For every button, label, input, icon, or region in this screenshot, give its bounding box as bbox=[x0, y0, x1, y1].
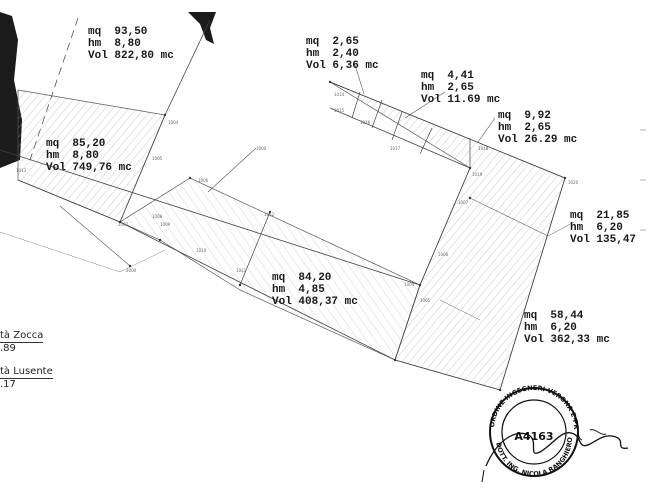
region-label: mq 58,44 hm 6,20 Vol 362,33 mc bbox=[524, 310, 610, 346]
region-label: mq 9,92 hm 2,65 Vol 26.29 mc bbox=[498, 110, 578, 146]
survey-point-code: 1010 bbox=[196, 248, 207, 253]
region-label: mq 4,41 hm 2,65 Vol 11.69 mc bbox=[421, 70, 501, 106]
edge-note-zocca: tà Zocca .89 bbox=[0, 330, 44, 354]
survey-point-code: 1007 bbox=[118, 222, 129, 227]
signature bbox=[485, 432, 629, 467]
region-label: mq 93,50 hm 8,80 Vol 822,80 mc bbox=[88, 26, 174, 62]
engineer-stamp: ORDINE INGEGNERI VERONA E PROVINCIA DOTT… bbox=[478, 378, 629, 483]
survey-point-code: 1011 bbox=[236, 268, 247, 273]
survey-point-code: 1004 bbox=[404, 282, 415, 287]
svg-text:A4163: A4163 bbox=[514, 430, 553, 443]
survey-point-code: 1007 bbox=[458, 200, 469, 205]
survey-point-code: 1019 bbox=[472, 172, 483, 177]
survey-point-code: 1008 bbox=[152, 214, 163, 219]
survey-point-code: 1016 bbox=[360, 120, 371, 125]
parcel-central-strip bbox=[119, 177, 421, 361]
dark-edge-top bbox=[188, 12, 216, 44]
survey-point-code: 1000 bbox=[256, 146, 267, 151]
survey-point-code: 1013 bbox=[16, 168, 27, 173]
survey-point-code: 1020 bbox=[568, 180, 579, 185]
region-label: mq 21,85 hm 6,20 Vol 135,47 bbox=[570, 210, 637, 246]
survey-point-code: 1006 bbox=[438, 252, 449, 257]
region-label: mq 84,20 hm 4,85 Vol 408,37 mc bbox=[272, 272, 358, 308]
survey-point-code: 1015 bbox=[334, 108, 345, 113]
region-label: mq 85,20 hm 8,80 Vol 749,76 mc bbox=[46, 138, 132, 174]
survey-point-markers bbox=[118, 80, 567, 392]
dark-edge-shape bbox=[0, 12, 22, 168]
edge-note-lusente: tà Lusente .17 bbox=[0, 366, 53, 390]
survey-point-code: 1018 bbox=[478, 146, 489, 151]
survey-point-code: 1005 bbox=[152, 156, 163, 161]
survey-point-code: 1009 bbox=[160, 222, 171, 227]
survey-point-code: 1006 bbox=[198, 178, 209, 183]
survey-point-code: 1005 bbox=[420, 298, 431, 303]
survey-point-code: 1017 bbox=[390, 146, 401, 151]
region-label: mq 2,65 hm 2,40 Vol 6,36 mc bbox=[306, 36, 379, 72]
survey-point-code: 1014 bbox=[334, 92, 345, 97]
survey-point-code: 2000 bbox=[126, 268, 137, 273]
survey-point-code: 1004 bbox=[168, 120, 179, 125]
survey-point-code: 1012 bbox=[264, 212, 275, 217]
